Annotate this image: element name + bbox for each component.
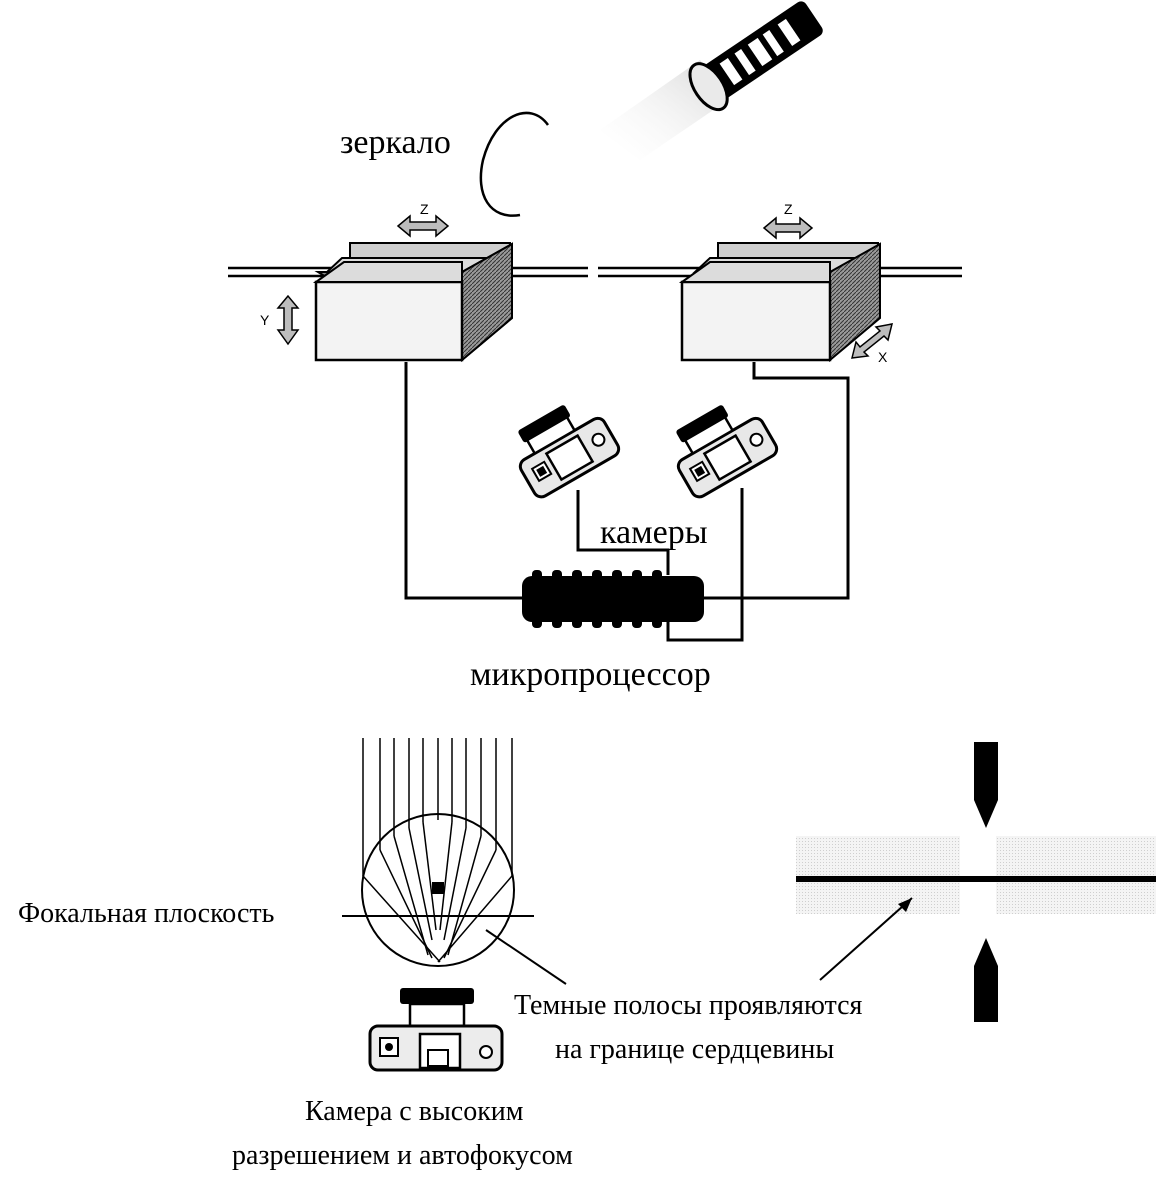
hires-camera-label-line2: разрешением и автофокусом (232, 1140, 573, 1171)
microprocessor-label: микропроцессор (470, 656, 711, 693)
fiber-cross-section (361, 813, 515, 967)
right-stage-x-arrow (851, 323, 894, 359)
hires-camera-label-line1: Камера с высоким (305, 1096, 524, 1127)
dark-bands-label-line1: Темные полосы проявляются (514, 990, 863, 1021)
dark-bands-label-line2: на границе сердцевины (555, 1034, 835, 1065)
light-rays (362, 738, 513, 963)
wiring (404, 362, 850, 642)
microprocessor-chip (522, 570, 704, 628)
mirror-label: зеркало (340, 124, 451, 161)
right-stage-z-arrow (762, 216, 814, 240)
left-stage-z-label: Z (420, 201, 429, 217)
flashlight-icon (600, 1, 823, 160)
right-stage-x-label: X (878, 349, 888, 365)
cameras-label: камеры (600, 514, 708, 551)
right-stage-z-label: Z (784, 201, 793, 217)
dark-bands-pointer-left (485, 929, 567, 985)
fiber-core (432, 882, 444, 894)
right-stage-block (678, 242, 881, 363)
mirror-curve (479, 111, 550, 217)
left-stage-z-arrow (396, 214, 450, 238)
hires-camera-icon (368, 988, 504, 1072)
left-stage-y-arrow (276, 294, 300, 346)
left-stage-y-label: Y (260, 312, 270, 328)
left-stage-block (312, 242, 513, 363)
camera-right-icon (676, 405, 779, 499)
focal-plane-label: Фокальная плоскость (18, 898, 275, 929)
camera-left-icon (518, 405, 621, 499)
splice-view (796, 742, 1156, 1022)
